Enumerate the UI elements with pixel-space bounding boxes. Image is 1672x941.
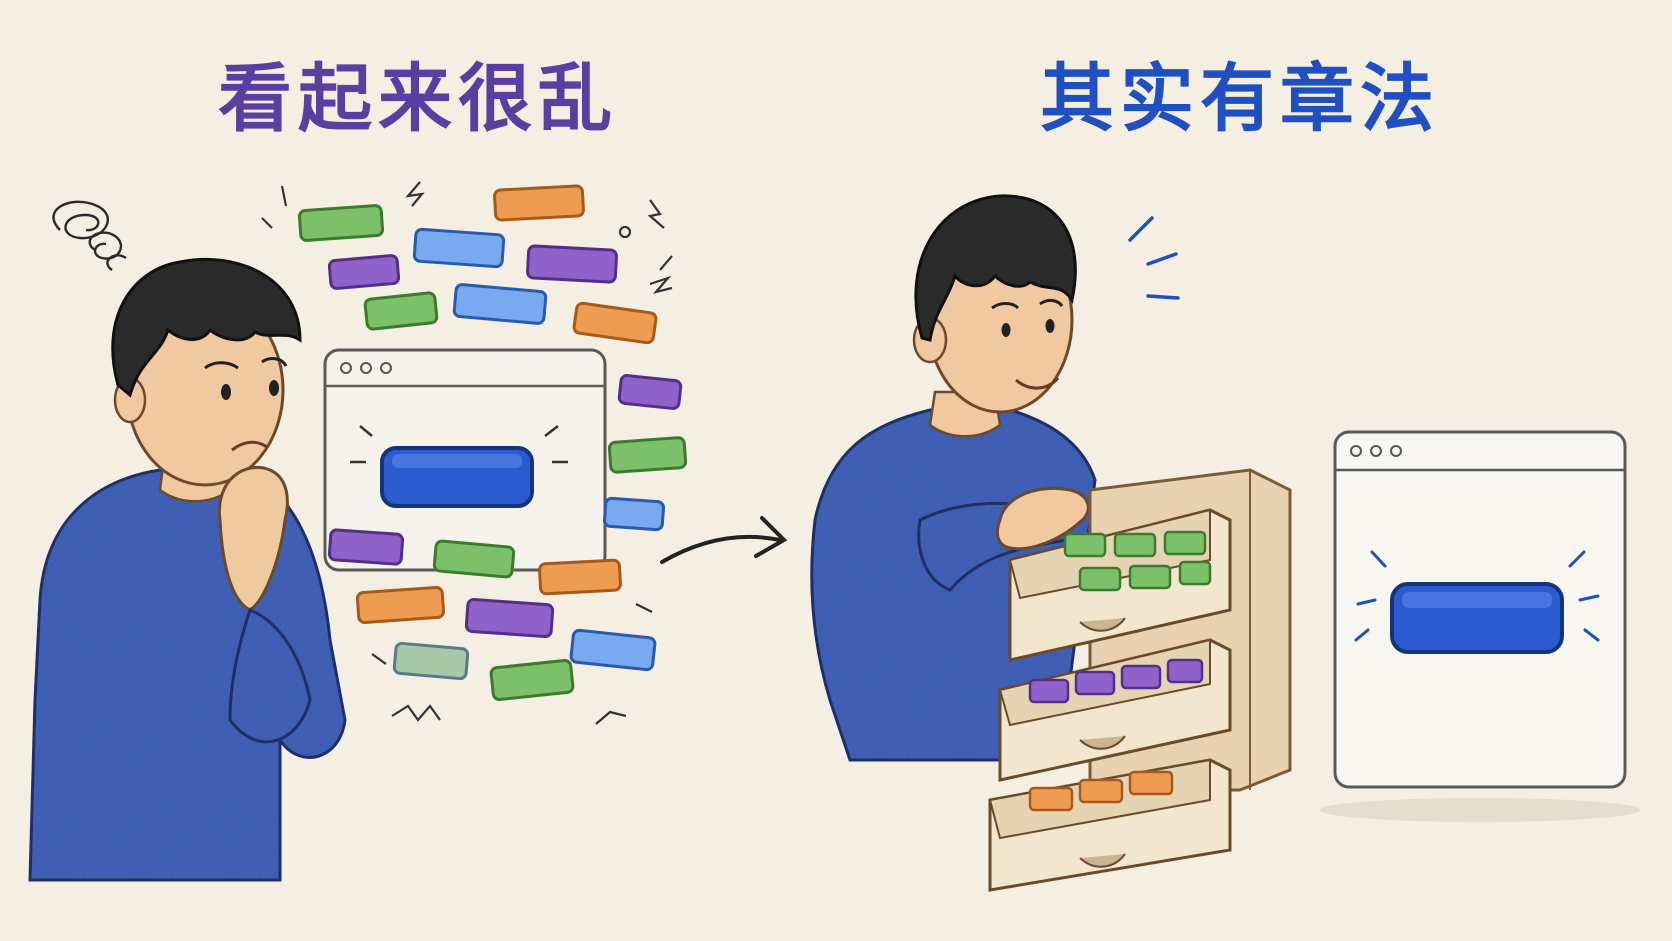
title-left: 看起来很乱 [218,56,618,142]
drawer-cabinet [988,468,1292,892]
primary-button-left[interactable] [380,446,534,508]
purple-blocks [1028,658,1204,704]
green-blocks [1063,530,1212,592]
hand [217,465,289,612]
chaos-marks [261,181,673,725]
left-scene [28,181,688,882]
sparkle-lines-icon-button [1354,550,1600,642]
title-right: 其实有章法 [1040,56,1440,142]
sparkle-lines-icon-right [1128,216,1180,300]
arrow-right-icon [660,516,788,564]
hair-right [914,194,1077,342]
hand-right [995,486,1090,551]
orange-blocks [1028,770,1174,812]
sparkle-lines-icon [350,425,568,464]
confused-person [28,257,347,882]
scattered-blocks [297,184,688,701]
right-scene [810,194,1640,892]
smiling-person [810,194,1097,762]
dizzy-scribble-icon [52,200,127,271]
hair [111,257,302,398]
primary-button-right[interactable] [1390,582,1564,654]
